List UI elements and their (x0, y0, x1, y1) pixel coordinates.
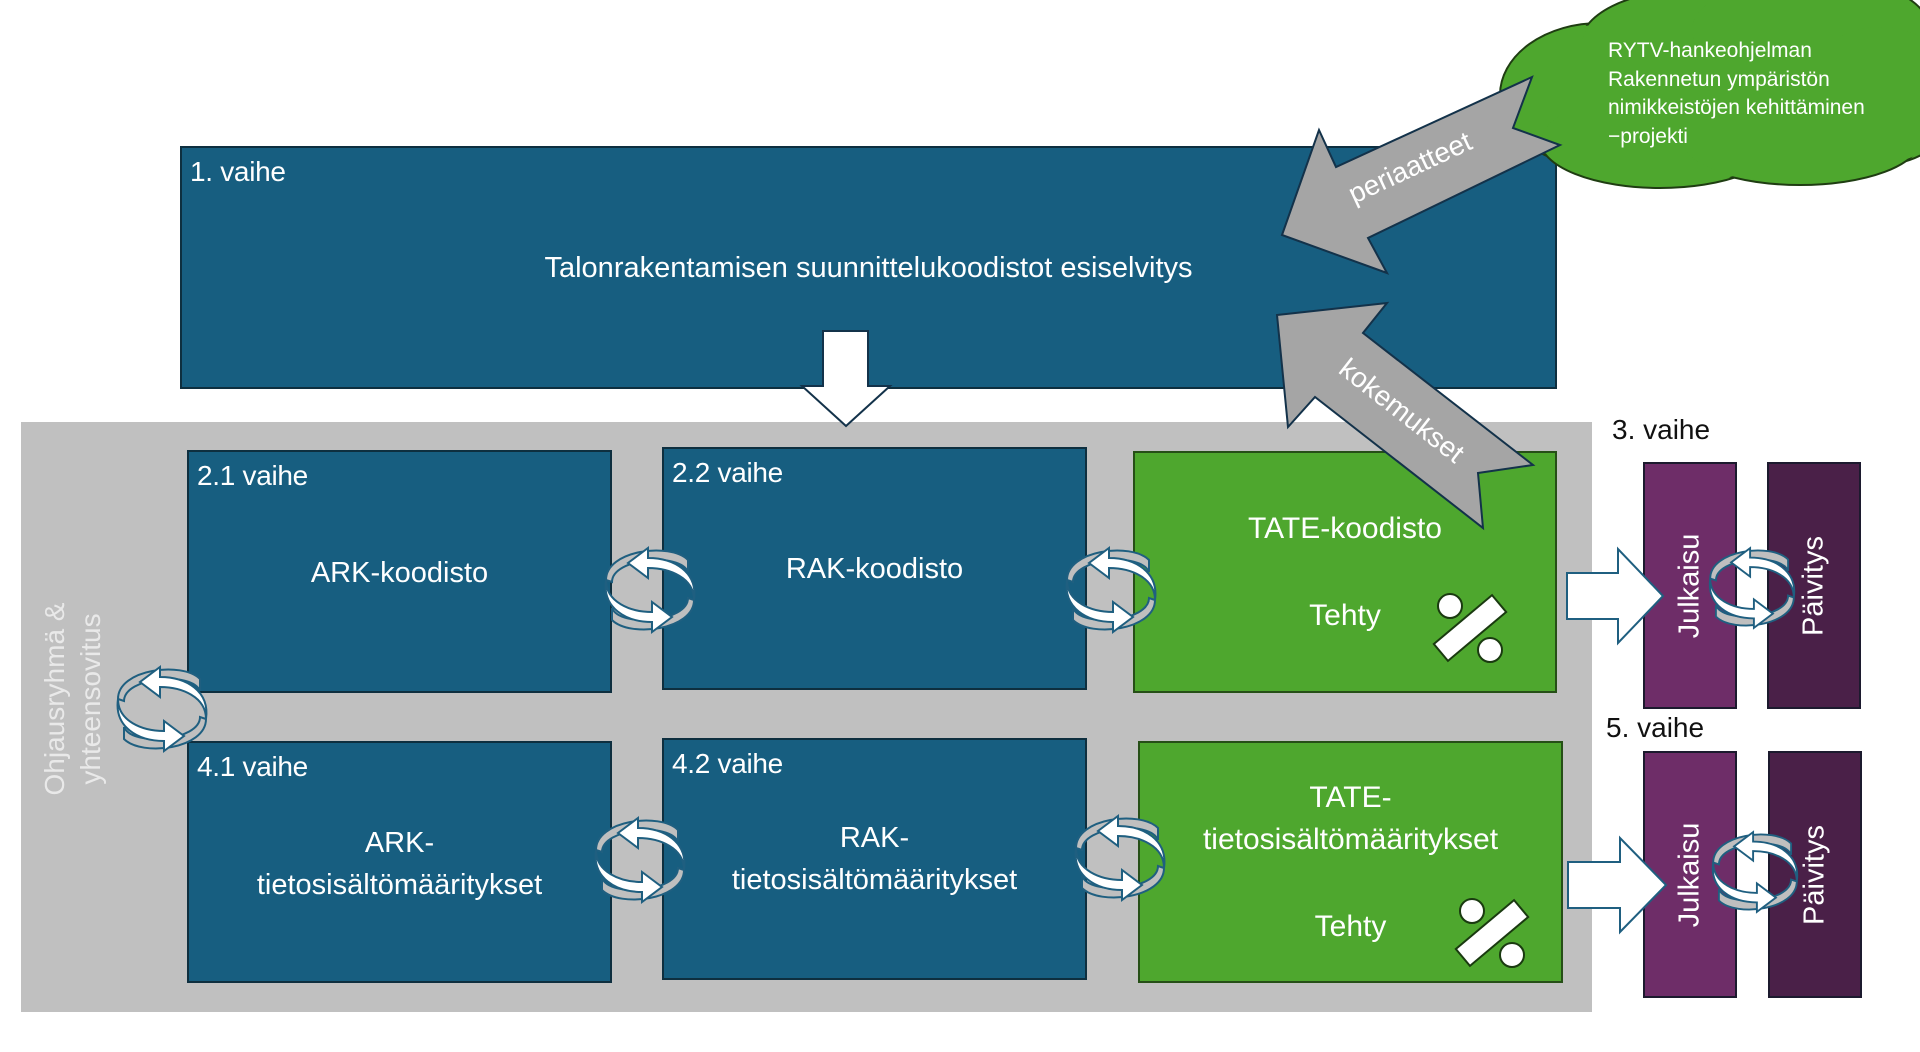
ark-definitions-title-line2: tietosisältömääritykset (256, 869, 543, 901)
cloud-line-1: RYTV-hankeohjelman (1608, 39, 1812, 62)
phase3-publish-box: Julkaisu (1643, 462, 1737, 709)
tate-code-status: Tehty (1309, 599, 1381, 632)
phase5-publish-label: Julkaisu (1673, 822, 1706, 927)
phase5-update-label: Päivitys (1798, 824, 1831, 925)
tate-code-title: TATE-koodisto (1248, 512, 1442, 545)
ark-definitions-title: ARK- tietosisältömääritykset (189, 822, 610, 906)
rak-definitions-label: 4.2 vaihe (672, 748, 783, 779)
ark-code-title: ARK-koodisto (310, 557, 489, 589)
ark-definitions-box: 4.1 vaihe ARK- tietosisältömääritykset (187, 741, 612, 983)
rak-definitions-title-line2: tietosisältömääritykset (731, 864, 1018, 896)
ark-definitions-label: 4.1 vaihe (197, 751, 308, 782)
phase5-publish-box: Julkaisu (1643, 751, 1737, 998)
rak-code-label: 2.2 vaihe (672, 457, 783, 488)
rak-definitions-box: 4.2 vaihe RAK- tietosisältömääritykset (662, 738, 1087, 980)
ark-code-label: 2.1 vaihe (197, 460, 308, 491)
cloud-text: RYTV-hankeohjelman Rakennetun ympäristön… (1608, 37, 1865, 151)
tate-definitions-title-line2: tietosisältömääritykset (1202, 823, 1499, 856)
phase3-update-label: Päivitys (1797, 535, 1830, 636)
phase3-update-box: Päivitys (1767, 462, 1861, 709)
phase3-publish-label: Julkaisu (1673, 533, 1706, 638)
tate-definitions-title-line1: TATE- (1309, 781, 1392, 814)
rak-code-title: RAK-koodisto (785, 553, 964, 585)
tate-code-box: TATE-koodisto Tehty (1133, 451, 1557, 693)
rak-definitions-title-line1: RAK- (839, 822, 910, 854)
ark-code-box: 2.1 vaihe ARK-koodisto (187, 450, 612, 693)
ark-definitions-title-line1: ARK- (364, 827, 435, 859)
rak-definitions-title: RAK- tietosisältömääritykset (664, 817, 1085, 901)
rak-code-box: 2.2 vaihe RAK-koodisto (662, 447, 1087, 690)
tate-definitions-status: Tehty (1314, 910, 1387, 943)
phase1-label: 1. vaihe (190, 156, 286, 187)
phase5-update-box: Päivitys (1768, 751, 1862, 998)
cloud-line-3: nimikkeistöjen kehittäminen (1608, 96, 1865, 119)
tate-definitions-box: TATE- tietosisältömääritykset Tehty (1138, 741, 1563, 983)
tate-definitions-title: TATE- tietosisältömääritykset (1140, 777, 1561, 861)
cloud-line-2: Rakennetun ympäristön (1608, 67, 1830, 91)
phase5-label: 5. vaihe (1606, 712, 1705, 743)
cloud-line-4: −projekti (1608, 124, 1688, 148)
phase3-label: 3. vaihe (1612, 414, 1711, 445)
phase1-title: Talonrakentamisen suunnittelukoodistot e… (544, 252, 1193, 284)
